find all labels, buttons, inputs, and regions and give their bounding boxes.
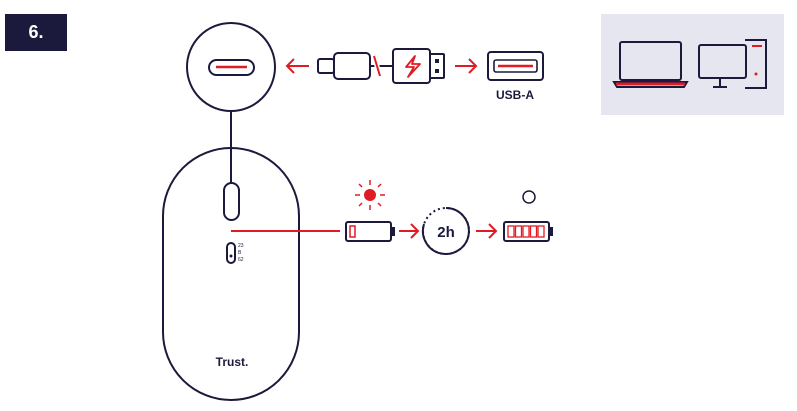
led-off-icon (522, 190, 536, 204)
switch-mark: 62 (238, 257, 244, 263)
panel-background (601, 14, 784, 115)
battery-full-icon (503, 221, 553, 242)
compatible-devices-panel (601, 14, 784, 115)
red-led-on-icon (355, 180, 385, 210)
usb-c-plug-icon (317, 52, 371, 80)
arrow-right-icon (476, 223, 498, 239)
arrow-right-icon (455, 58, 478, 74)
step-number: 6. (28, 22, 44, 42)
usb-a-port-icon (487, 51, 544, 81)
switch-mark: 23 (238, 243, 244, 249)
desktop-icon (698, 39, 767, 89)
arrow-left-icon (285, 58, 309, 74)
battery-low-icon (345, 221, 395, 242)
switch-mark: B (238, 250, 242, 256)
laptop-icon (612, 41, 689, 88)
charge-time-label: 2h (437, 224, 455, 241)
mouse-icon (162, 147, 300, 401)
mouse-switch-marks: 23 B 62 (238, 243, 244, 263)
timer-icon (421, 207, 470, 255)
brand-logo-text: Trust. (216, 355, 249, 369)
usb-a-label: USB-A (496, 88, 534, 102)
arrow-right-icon (399, 223, 420, 239)
usb-c-port-icon (186, 22, 276, 112)
cable-break-icon (370, 55, 393, 77)
usb-a-plug-icon (392, 48, 445, 84)
step-number-badge: 6. (5, 14, 67, 51)
